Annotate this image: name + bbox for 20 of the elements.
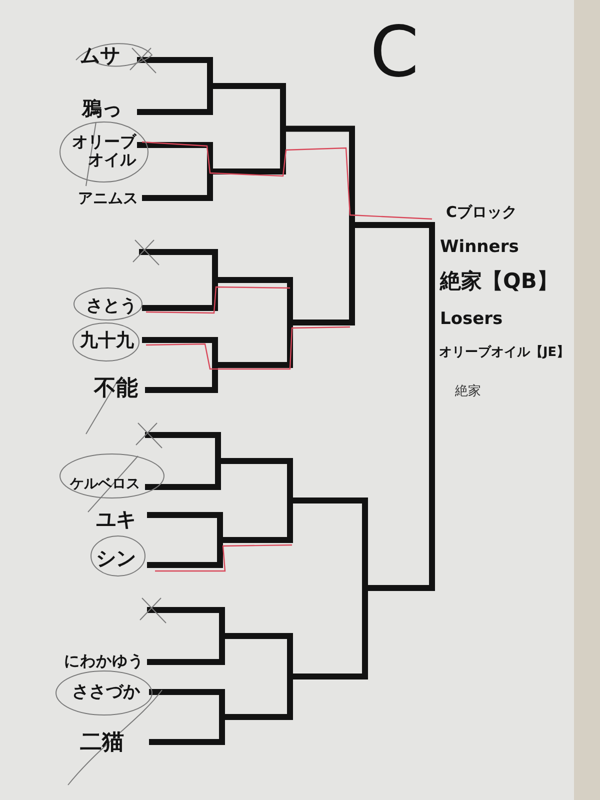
player-name: ささづか [72,683,140,702]
player-name: シン [96,547,136,569]
block-label: Cブロック [446,204,518,220]
heading: C [370,14,419,91]
player-name: 二猫 [80,731,124,756]
player-name: 不能 [94,377,138,402]
player-name: ムサ [80,44,120,66]
player-name: さとう [86,297,137,316]
player-name: オリーブオイル [71,133,136,168]
result-heading: Losers [440,310,503,329]
player-name: ユキ [96,508,136,530]
player-name: アニムス [78,190,138,206]
player-name: 九十九 [80,331,134,351]
signature: 絶家 [455,385,481,400]
result-entry: 絶家【QB】 [440,270,558,294]
player-name: ケルベロス [70,477,140,492]
result-entry: オリーブオイル【JE】 [439,346,570,360]
player-name: にわかゆう [64,653,144,670]
result-heading: Winners [440,238,519,257]
player-name: 鴉っ [82,97,122,119]
